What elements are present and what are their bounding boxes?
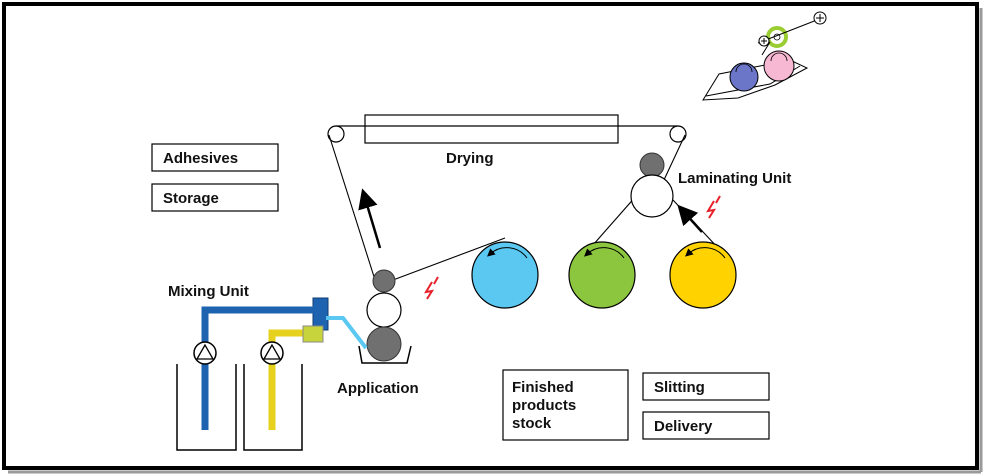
storage-label: Storage <box>163 190 219 207</box>
pump-triangle <box>262 343 282 360</box>
storage-box <box>151 183 279 212</box>
roll-direction-arrow-yellow <box>685 247 726 259</box>
laminating-roller-white <box>630 174 674 218</box>
adhesives-box <box>151 143 279 172</box>
web-left-down <box>328 134 377 284</box>
application-middle-roller-white <box>366 292 402 328</box>
outer-frame <box>2 2 979 470</box>
inset-roll-blue <box>729 62 759 92</box>
tank-left <box>176 364 237 451</box>
pump-triangle <box>195 343 215 360</box>
finished-products-line2: products <box>512 397 576 414</box>
laminator-inset-illustration <box>702 11 827 101</box>
static-discharge-icon <box>424 281 435 300</box>
static-discharge-icon <box>706 200 717 219</box>
web-direction-arrow-lam <box>677 204 703 233</box>
finished-products-line1: Finished <box>512 379 574 396</box>
laminating-unit-label: Laminating Unit <box>678 170 791 187</box>
delivery-label: Delivery <box>654 418 713 435</box>
application-bottom-roller-gray <box>366 326 402 362</box>
roll-direction-arrow-green <box>584 247 625 259</box>
top-left-idler-roller <box>327 125 345 143</box>
slitting-box <box>642 372 770 401</box>
tank-right <box>243 364 303 451</box>
inset-roll-arrow <box>770 52 788 62</box>
web-coater-to-blue-roll <box>392 237 506 281</box>
roll-direction-arrow-blue <box>487 247 528 259</box>
mixing-block-lime <box>302 325 324 343</box>
inset-roll-pink <box>763 50 795 82</box>
laminating-nip-roller-gray <box>639 152 665 178</box>
application-top-roller-gray <box>372 269 396 293</box>
mixing-unit-label: Mixing Unit <box>168 283 249 300</box>
static-discharge-icon <box>715 195 721 204</box>
adhesives-label: Adhesives <box>163 150 238 167</box>
plus-sign <box>761 38 767 44</box>
finished-products-box <box>502 369 629 441</box>
web-right-down <box>662 134 686 183</box>
inset-roll-arrow <box>735 63 753 73</box>
finished-products-line3: stock <box>512 415 552 432</box>
material-roll-blue <box>471 241 539 309</box>
pipe-blue <box>201 306 319 430</box>
material-roll-green <box>568 241 636 309</box>
plus-sign <box>816 14 824 22</box>
static-discharge-icon <box>433 276 439 285</box>
drying-oven <box>364 114 619 144</box>
mixing-block-blue <box>312 297 329 331</box>
pipe-cyan-to-application <box>326 316 368 350</box>
slitting-label: Slitting <box>654 379 705 396</box>
application-adhesive-trough <box>358 345 412 364</box>
web-direction-arrow-up <box>358 188 382 249</box>
top-right-idler-roller <box>669 125 687 143</box>
material-roll-yellow <box>669 241 737 309</box>
drying-label: Drying <box>446 150 494 167</box>
delivery-box <box>642 411 770 440</box>
inset-web-line <box>761 41 771 56</box>
application-label: Application <box>337 380 419 397</box>
